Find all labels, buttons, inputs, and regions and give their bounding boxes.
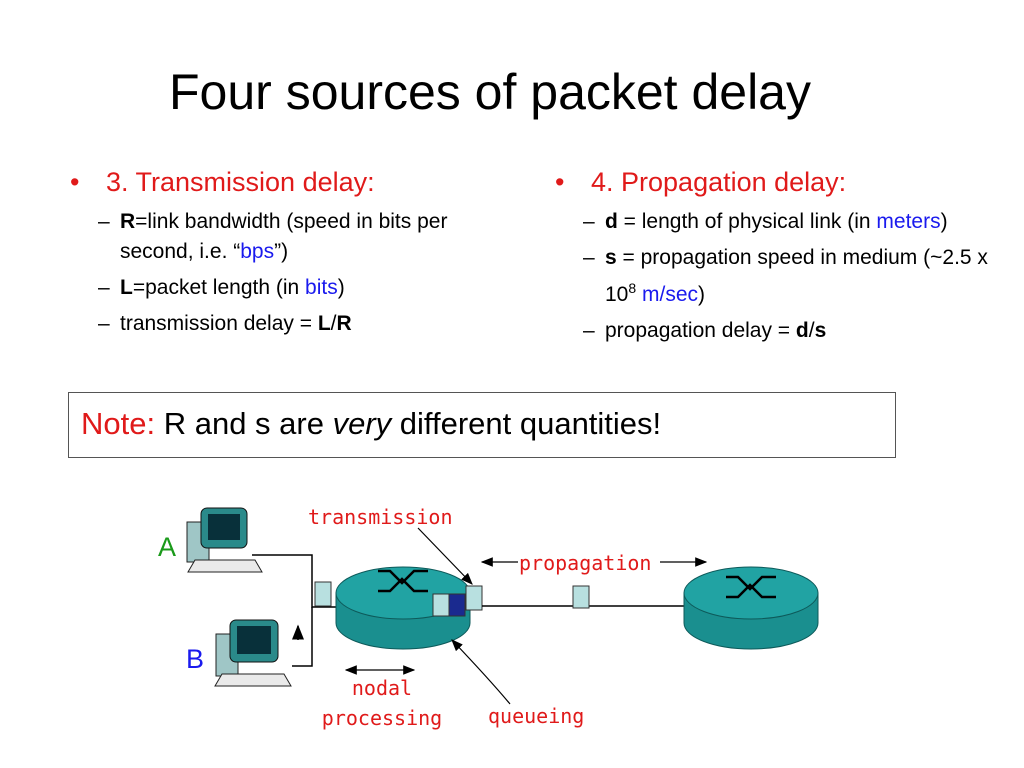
item-suffix: ): [698, 283, 706, 306]
propagation-label: propagation: [519, 551, 651, 575]
dash: –: [583, 246, 595, 269]
dash: –: [98, 210, 110, 233]
var-r: R: [336, 312, 352, 335]
computer-b-icon: [214, 619, 292, 687]
item-text: propagation delay =: [605, 319, 796, 342]
exponent: 8: [628, 280, 637, 296]
dash: –: [583, 210, 595, 233]
sub-item-r: – R=link bandwidth (speed in bits per se…: [70, 207, 490, 267]
host-a-label: A: [158, 532, 176, 562]
heading-text: 4. Propagation delay:: [591, 167, 847, 197]
item-text: = length of physical link (in: [617, 210, 877, 233]
slide-title: Four sources of packet delay: [169, 64, 811, 120]
item-suffix: ”): [274, 240, 289, 263]
slash: /: [808, 319, 815, 342]
dash: –: [98, 312, 110, 335]
highlight-bits: bits: [305, 276, 338, 299]
transmission-label: transmission: [308, 505, 453, 529]
transmission-delay-column: • 3. Transmission delay: – R=link bandwi…: [70, 165, 490, 345]
sub-item-formula: – propagation delay = d/s: [555, 316, 995, 346]
computer-a-icon: [186, 507, 263, 573]
transmission-delay-heading: • 3. Transmission delay:: [70, 165, 490, 199]
item-text: transmission delay =: [120, 312, 318, 335]
dash: –: [98, 276, 110, 299]
highlight-msec: m/sec: [642, 283, 699, 306]
item-suffix: ): [337, 276, 345, 299]
sub-item-formula: – transmission delay = L/R: [70, 309, 490, 339]
var-d: d: [605, 210, 618, 233]
note-text-a: R and s are: [155, 406, 333, 441]
item-text: = propagation speed in medium (~2.5 x 10: [605, 246, 988, 306]
packet-icon: [314, 581, 332, 607]
queue-packets: [432, 585, 483, 617]
sub-item-s: – s = propagation speed in medium (~2.5 …: [555, 243, 995, 310]
host-b-label: B: [186, 644, 204, 674]
nodal-label: nodal: [352, 676, 412, 700]
propagation-delay-heading: • 4. Propagation delay:: [555, 165, 995, 199]
item-text: =packet length (in: [132, 276, 306, 299]
note-box: Note: R and s are very different quantit…: [68, 392, 896, 458]
dash: –: [583, 319, 595, 342]
var-d: d: [795, 319, 809, 342]
var-s: s: [814, 319, 827, 342]
network-diagram: A B transmission propagation nodal pr: [158, 505, 819, 730]
var-l: L: [120, 276, 133, 299]
note-label: Note:: [81, 406, 156, 441]
queueing-pointer: [451, 639, 511, 705]
highlight-bps: bps: [240, 240, 275, 263]
propagating-packet: [572, 585, 590, 609]
sub-item-d: – d = length of physical link (in meters…: [555, 207, 995, 237]
item-suffix: ): [940, 210, 948, 233]
propagation-delay-column: • 4. Propagation delay: – d = length of …: [555, 165, 995, 352]
slash: /: [330, 312, 337, 335]
var-r: R: [120, 210, 136, 233]
sub-item-l: – L=packet length (in bits): [70, 273, 490, 303]
bullet: •: [70, 167, 80, 197]
router-2-icon: [683, 566, 819, 650]
note-emphasis: very: [332, 406, 392, 441]
item-text: =link bandwidth (speed in bits per secon…: [120, 210, 448, 263]
access-links: [252, 554, 338, 667]
processing-label: processing: [322, 706, 442, 730]
var-s: s: [605, 246, 617, 269]
queueing-label: queueing: [488, 704, 584, 728]
bullet: •: [555, 167, 565, 197]
note-text-b: different quantities!: [391, 406, 662, 441]
heading-text: 3. Transmission delay:: [106, 167, 375, 197]
highlight-meters: meters: [876, 210, 941, 233]
transmission-pointer: [417, 527, 473, 585]
var-l: L: [317, 312, 331, 335]
